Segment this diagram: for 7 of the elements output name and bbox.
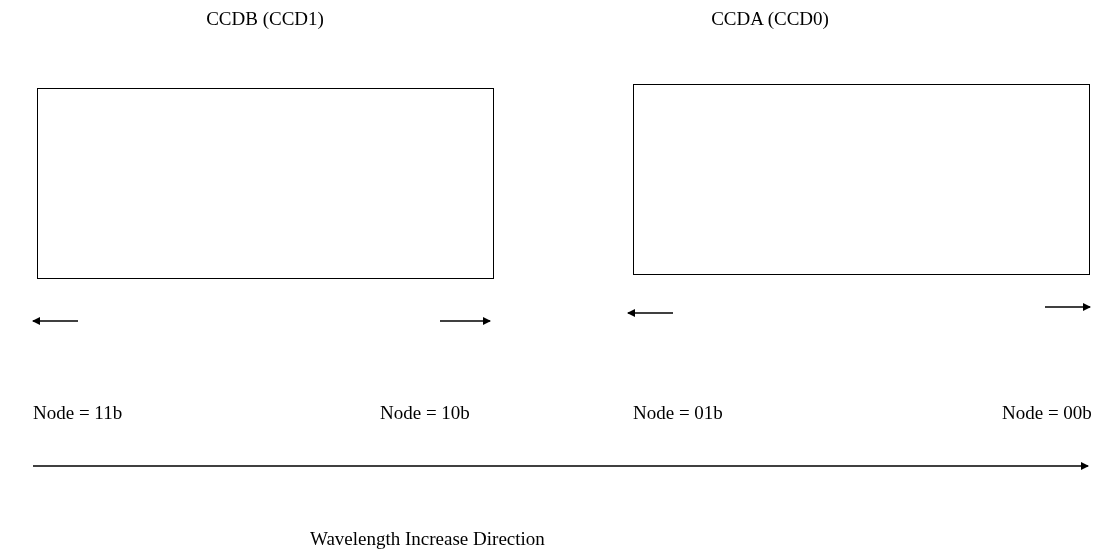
ccd-heading: CCDB (CCD1) bbox=[206, 8, 324, 30]
axis-caption: Wavelength Increase Direction bbox=[310, 528, 545, 550]
node-label: Node = 10b bbox=[380, 402, 470, 424]
node-label: Node = 01b bbox=[633, 402, 723, 424]
node-label: Node = 00b bbox=[1002, 402, 1092, 424]
ccd-heading: CCDA (CCD0) bbox=[711, 8, 829, 30]
node-label: Node = 11b bbox=[33, 402, 123, 424]
